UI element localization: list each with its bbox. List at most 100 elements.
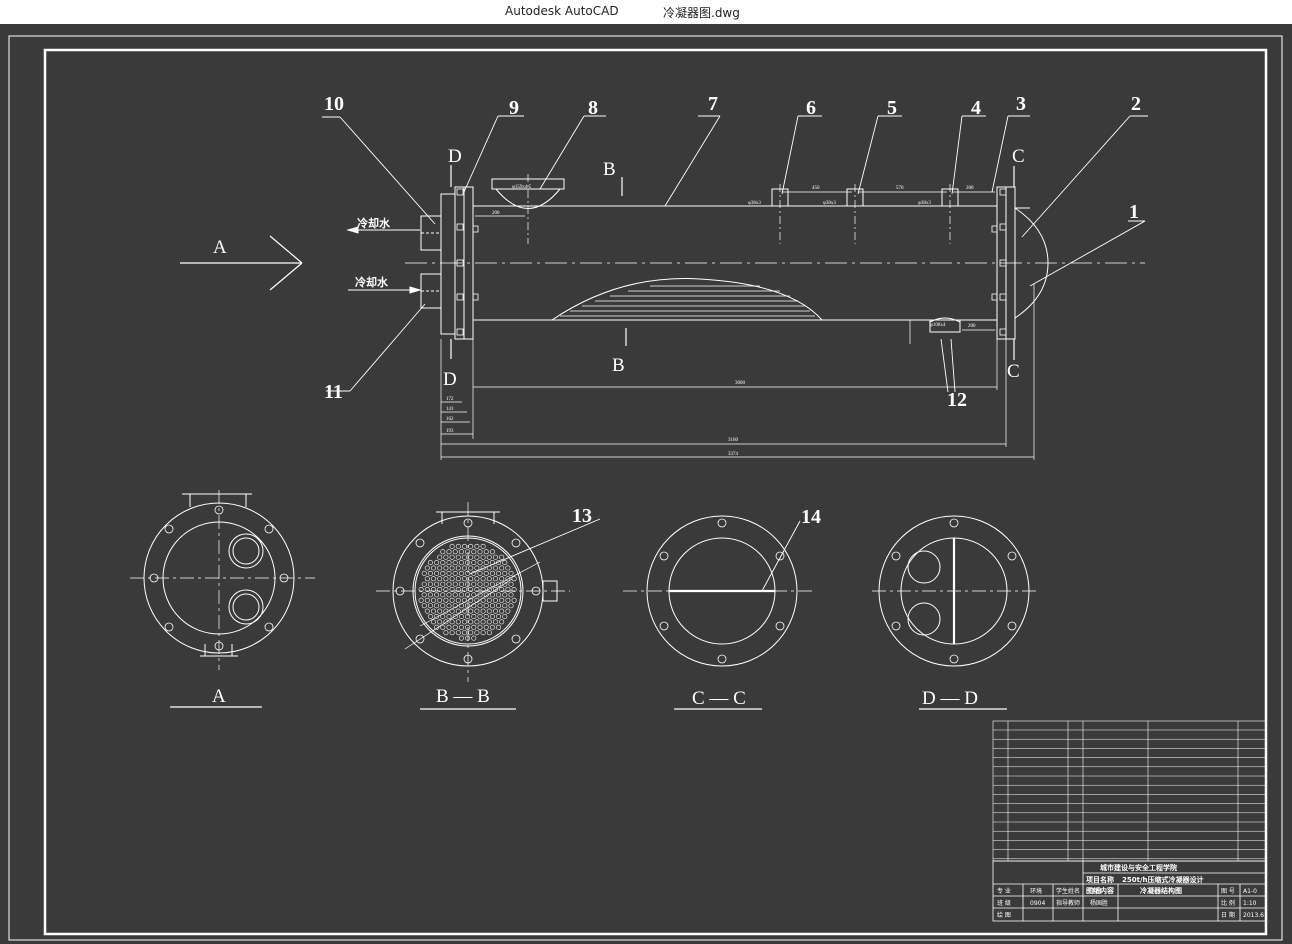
tube-hole xyxy=(452,592,458,598)
tube-hole xyxy=(434,560,440,566)
svg-text:143: 143 xyxy=(446,407,454,412)
tube-hole xyxy=(440,613,446,619)
tube-hole xyxy=(468,543,474,549)
tube-hole xyxy=(437,608,443,614)
end-view-a-title: A xyxy=(212,686,226,707)
section-d-d xyxy=(872,515,1040,710)
tube-hole xyxy=(505,597,511,603)
tube-hole xyxy=(502,581,508,587)
tube-hole xyxy=(430,597,436,603)
coolant-outlet-note: 冷却水 xyxy=(357,216,391,230)
tube-hole xyxy=(477,613,483,619)
tube-hole xyxy=(449,597,455,603)
tube-hole xyxy=(446,570,452,576)
tube-hole xyxy=(489,549,495,555)
tube-hole xyxy=(449,565,455,571)
tube-hole xyxy=(477,581,483,587)
tube-hole xyxy=(455,597,461,603)
tube-hole xyxy=(430,619,436,625)
tube-hole xyxy=(455,630,461,636)
tube-hole xyxy=(483,624,489,630)
title-block-sheet: A1-0 xyxy=(1243,888,1257,895)
tube-hole xyxy=(443,576,449,582)
svg-text:φ38x3: φ38x3 xyxy=(918,201,931,206)
title-block-drawn-label: 绘 图 xyxy=(997,911,1011,919)
tube-hole xyxy=(455,543,461,549)
part-label-5: 5 xyxy=(887,97,897,119)
tube-hole xyxy=(474,554,480,560)
tube-hole xyxy=(471,635,477,641)
tube-hole xyxy=(502,592,508,598)
tube-hole xyxy=(496,613,502,619)
tube-hole xyxy=(458,592,464,598)
tube-hole xyxy=(465,549,471,555)
title-block-project: 250t/h压缩式冷凝器设计 xyxy=(1122,875,1204,884)
section-mark-d-top: D xyxy=(448,146,462,167)
tube-hole xyxy=(440,570,446,576)
tube-hole xyxy=(458,603,464,609)
coolant-inlet-note: 冷却水 xyxy=(355,275,389,289)
tube-hole xyxy=(446,624,452,630)
parts-list xyxy=(992,720,1267,862)
title-block-class-label: 班 级 xyxy=(997,899,1011,907)
tube-hole xyxy=(440,549,446,555)
tube-hole xyxy=(483,603,489,609)
tube-hole xyxy=(483,549,489,555)
tube-hole xyxy=(492,586,498,592)
tube-hole xyxy=(452,549,458,555)
tube-hole xyxy=(502,603,508,609)
part-label-6: 6 xyxy=(806,97,816,119)
svg-text:450: 450 xyxy=(812,186,820,191)
tube-hole xyxy=(511,586,517,592)
tube-hole xyxy=(458,560,464,566)
tube-hole xyxy=(440,592,446,598)
tube-hole xyxy=(489,581,495,587)
tube-hole xyxy=(492,565,498,571)
title-block-project-label: 项目名称 xyxy=(1086,875,1114,884)
tube-hole xyxy=(437,554,443,560)
tube-hole xyxy=(446,581,452,587)
drawing-canvas[interactable]: 3000 3160 3374 450 570 200 200 200 φ159x… xyxy=(0,24,1292,944)
tube-hole xyxy=(502,570,508,576)
tube-hole xyxy=(471,624,477,630)
svg-text:172: 172 xyxy=(446,397,454,402)
title-block-content: 冷凝器结构图 xyxy=(1140,886,1182,895)
tube-hole xyxy=(461,565,467,571)
tube-hole xyxy=(421,581,427,587)
tube-hole xyxy=(483,613,489,619)
tube-hole xyxy=(492,608,498,614)
tube-hole xyxy=(496,624,502,630)
tube-hole xyxy=(437,586,443,592)
tube-hole xyxy=(486,554,492,560)
tube-hole xyxy=(434,613,440,619)
tube-hole xyxy=(465,570,471,576)
svg-text:3160: 3160 xyxy=(728,438,739,443)
part-label-1: 1 xyxy=(1129,201,1139,223)
tube-hole xyxy=(430,565,436,571)
section-mark-c-top: C xyxy=(1012,146,1025,167)
svg-text:570: 570 xyxy=(896,186,904,191)
tube-hole xyxy=(505,565,511,571)
tube-hole xyxy=(452,581,458,587)
tube-hole xyxy=(508,570,514,576)
document-name[interactable]: 冷凝器图.dwg xyxy=(663,6,740,20)
tube-hole xyxy=(471,581,477,587)
part-label-12: 12 xyxy=(947,389,967,411)
tube-hole xyxy=(489,570,495,576)
tube-hole xyxy=(437,597,443,603)
main-elevation-view: 3000 3160 3374 450 570 200 200 200 φ159x… xyxy=(180,115,1148,460)
svg-text:200: 200 xyxy=(492,211,500,216)
tube-hole xyxy=(434,592,440,598)
tube-hole xyxy=(421,570,427,576)
tube-hole xyxy=(486,630,492,636)
part-label-7: 7 xyxy=(708,93,718,115)
tube-hole xyxy=(424,565,430,571)
tube-hole xyxy=(449,586,455,592)
part-label-14: 14 xyxy=(801,506,821,528)
tube-hole xyxy=(489,603,495,609)
title-block-date: 2013.6 xyxy=(1243,912,1264,919)
section-mark-b-top: B xyxy=(603,159,616,180)
tube-hole xyxy=(477,560,483,566)
part-label-2: 2 xyxy=(1131,93,1141,115)
tube-hole xyxy=(496,603,502,609)
